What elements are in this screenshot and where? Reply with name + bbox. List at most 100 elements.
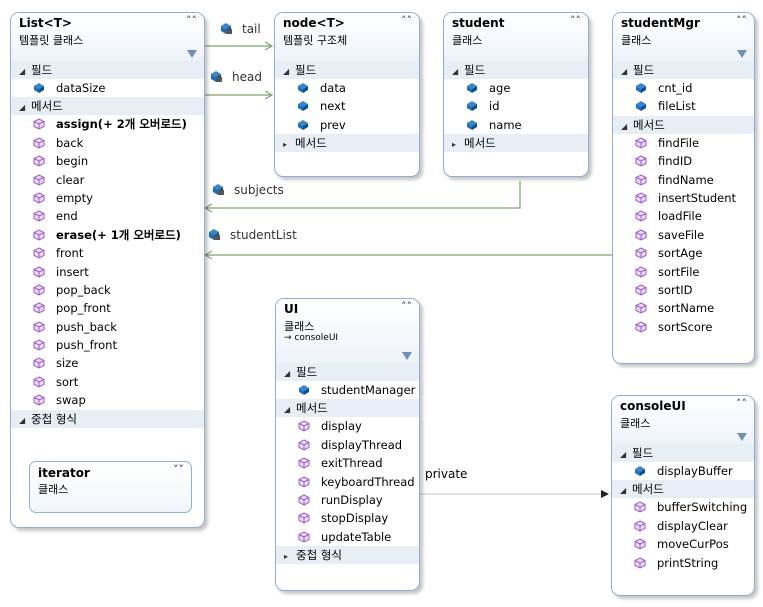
class-header: List<T> 템플릿 클래스 ˄˄ [11, 13, 204, 61]
collapse-icon[interactable]: ˄˄ [570, 14, 581, 27]
method-item[interactable]: pop_front [11, 299, 204, 317]
method-item[interactable]: printString [612, 554, 754, 572]
class-header: consoleUI 클래스 ˄˄ [612, 396, 754, 444]
method-list: findFile findID findName insertStudent l… [613, 134, 754, 336]
class-consoleui[interactable]: consoleUI 클래스 ˄˄ ◢필드 displayBuffer ◢메서드 … [611, 395, 755, 596]
method-item[interactable]: displayClear [612, 517, 754, 535]
collapse-icon[interactable]: ˄˄ [401, 14, 412, 27]
method-item[interactable]: size [11, 354, 204, 372]
method-item[interactable]: keyboardThread [276, 473, 419, 491]
method-item[interactable]: swap [11, 391, 204, 409]
method-item[interactable]: display [276, 417, 419, 435]
section-fields[interactable]: ◢필드 [275, 61, 419, 79]
method-item[interactable]: erase(+ 1개 오버로드) [11, 226, 204, 244]
method-list: display displayThread exitThread keyboar… [276, 417, 419, 546]
section-fields[interactable]: ◢필드 [11, 61, 204, 79]
method-item[interactable]: assign(+ 2개 오버로드) [11, 115, 204, 133]
field-item[interactable]: displayBuffer [612, 462, 754, 480]
lock-icon [220, 22, 232, 34]
method-item[interactable]: pop_back [11, 281, 204, 299]
field-item[interactable]: studentManager [276, 381, 419, 399]
field-item[interactable]: prev [275, 116, 419, 134]
field-list: data next prev [275, 79, 419, 134]
struct-node[interactable]: node<T> 템플릿 구조체 ˄˄ ◢필드 data next prev ▸메… [274, 12, 420, 177]
section-fields[interactable]: ◢필드 [613, 61, 754, 79]
section-fields[interactable]: ◢필드 [444, 61, 588, 79]
collapse-icon[interactable]: ˄˄ [401, 300, 412, 313]
method-item[interactable]: exitThread [276, 454, 419, 472]
class-studentmgr[interactable]: studentMgr 클래스 ˄˄ ◢필드 cnt_id fileList ◢메… [612, 12, 755, 364]
method-item[interactable]: push_front [11, 336, 204, 354]
section-nested-types[interactable]: ▸중첩 형식 [276, 546, 419, 565]
method-item[interactable]: sortScore [613, 318, 754, 336]
method-item[interactable]: stopDisplay [276, 509, 419, 527]
section-methods[interactable]: ◢메서드 [612, 480, 754, 499]
class-header: node<T> 템플릿 구조체 ˄˄ [275, 13, 419, 61]
method-item[interactable]: begin [11, 152, 204, 170]
field-item[interactable]: dataSize [11, 79, 204, 97]
method-item[interactable]: displayThread [276, 436, 419, 454]
assoc-label-studentlist: studentList [230, 228, 297, 242]
expanded-arrow-icon: ◢ [19, 103, 26, 113]
section-methods[interactable]: ◢메서드 [276, 399, 419, 418]
class-kind: 클래스 [284, 320, 315, 333]
field-item[interactable]: age [444, 79, 588, 97]
method-item[interactable]: findFile [613, 134, 754, 152]
field-item[interactable]: next [275, 97, 419, 115]
section-methods[interactable]: ▸메서드 [275, 134, 419, 153]
field-item[interactable]: fileList [613, 97, 754, 115]
collapse-icon[interactable]: ˄˄ [736, 14, 747, 27]
field-item[interactable]: name [444, 116, 588, 134]
method-item[interactable]: clear [11, 171, 204, 189]
method-item[interactable]: findID [613, 152, 754, 170]
method-item[interactable]: moveCurPos [612, 535, 754, 553]
section-methods[interactable]: ◢메서드 [613, 115, 754, 134]
method-item[interactable]: insertStudent [613, 189, 754, 207]
method-item[interactable]: runDisplay [276, 491, 419, 509]
method-item[interactable]: sortID [613, 281, 754, 299]
field-item[interactable]: data [275, 79, 419, 97]
section-fields[interactable]: ◢필드 [276, 363, 419, 381]
method-item[interactable]: saveFile [613, 226, 754, 244]
method-item[interactable]: updateTable [276, 528, 419, 546]
class-kind: 템플릿 클래스 [19, 34, 84, 47]
class-list[interactable]: List<T> 템플릿 클래스 ˄˄ ◢필드 dataSize ◢메서드 ass… [10, 12, 205, 528]
field-item[interactable]: cnt_id [613, 79, 754, 97]
section-nested-types[interactable]: ◢중첩 형식 [11, 409, 204, 428]
section-fields[interactable]: ◢필드 [612, 444, 754, 462]
field-item[interactable]: id [444, 97, 588, 115]
filter-icon[interactable] [187, 50, 197, 58]
section-methods[interactable]: ▸메서드 [444, 134, 588, 153]
nested-class-iterator[interactable]: iterator 클래스 ˅˅ [29, 461, 192, 513]
method-item[interactable]: insert [11, 263, 204, 281]
filter-icon[interactable] [737, 50, 747, 58]
filter-icon[interactable] [402, 352, 412, 360]
method-item[interactable]: sortName [613, 299, 754, 317]
assoc-head: head [210, 70, 262, 84]
method-item[interactable]: end [11, 207, 204, 225]
method-item[interactable]: sortAge [613, 244, 754, 262]
method-item[interactable]: findName [613, 171, 754, 189]
method-item[interactable]: sort [11, 373, 204, 391]
assoc-studentlist: studentList [208, 228, 297, 242]
class-title: List<T> [19, 16, 72, 30]
filter-icon[interactable] [737, 433, 747, 441]
method-item[interactable]: back [11, 134, 204, 152]
head-arrow [264, 90, 274, 100]
method-item[interactable]: empty [11, 189, 204, 207]
collapse-icon[interactable]: ˄˄ [736, 397, 747, 410]
method-item[interactable]: front [11, 244, 204, 262]
section-methods[interactable]: ◢메서드 [11, 97, 204, 116]
method-item[interactable]: push_back [11, 318, 204, 336]
class-student[interactable]: student 클래스 ˄˄ ◢필드 age id name ▸메서드 [443, 12, 589, 177]
expand-icon[interactable]: ˅˅ [173, 463, 184, 476]
collapsed-arrow-icon: ▸ [452, 140, 457, 150]
class-ui[interactable]: UI 클래스 → consoleUI ˄˄ ◢필드 studentManager… [275, 298, 420, 591]
method-item[interactable]: bufferSwitching [612, 498, 754, 516]
collapse-icon[interactable]: ˄˄ [186, 14, 197, 27]
expanded-arrow-icon: ◢ [621, 121, 628, 131]
method-item[interactable]: sortFile [613, 263, 754, 281]
inherits-arrow-icon: → [284, 333, 292, 343]
collapsed-arrow-icon: ▸ [283, 140, 288, 150]
method-item[interactable]: loadFile [613, 207, 754, 225]
